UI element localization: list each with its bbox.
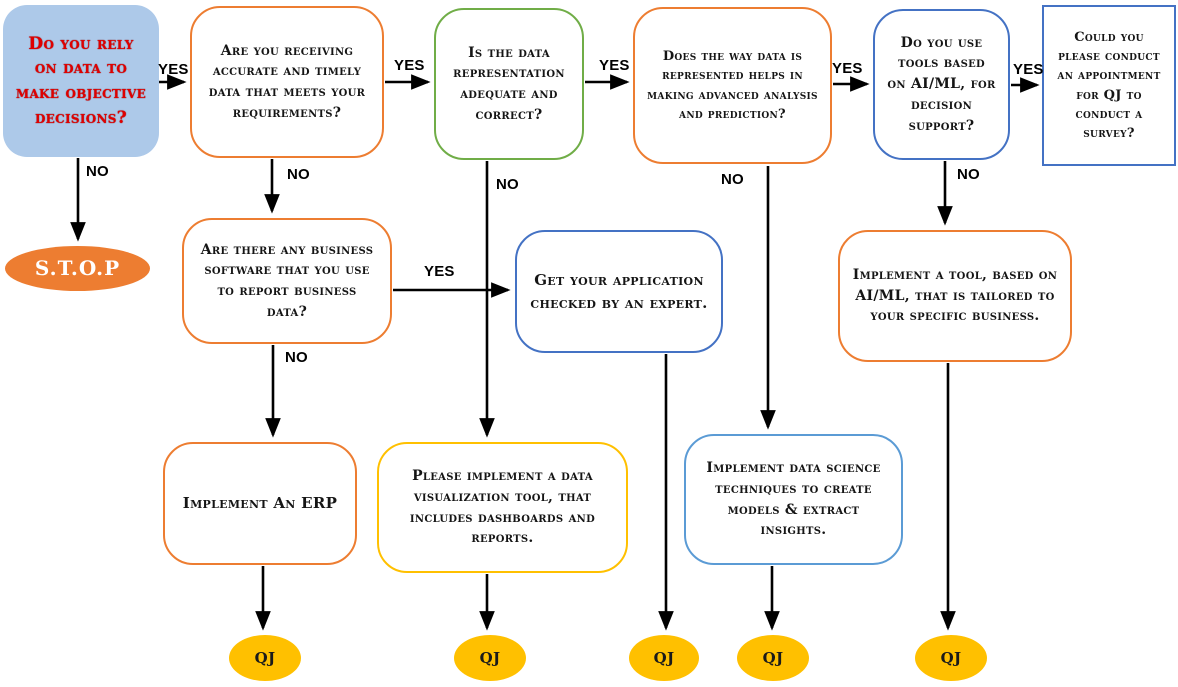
- node-visualization-tool: Please implement a data visualization to…: [377, 442, 628, 573]
- edge-label-no: NO: [285, 349, 308, 366]
- edge-label-yes: YES: [599, 57, 630, 74]
- node-aiml-tools-question: Do you use tools based on AI/ML, for dec…: [873, 9, 1010, 160]
- edge-label-no: NO: [287, 166, 310, 183]
- node-qj-terminal-5: QJ: [915, 635, 987, 681]
- edge-label-no: NO: [496, 176, 519, 193]
- node-data-science: Implement data science techniques to cre…: [684, 434, 903, 565]
- node-start-question: Do you rely on data to make objective de…: [3, 5, 159, 157]
- node-qj-terminal-2: QJ: [454, 635, 526, 681]
- edge-label-yes: YES: [158, 61, 189, 78]
- node-implement-erp: Implement An ERP: [163, 442, 357, 565]
- edge-label-no: NO: [721, 171, 744, 188]
- node-qj-terminal-4: QJ: [737, 635, 809, 681]
- node-qj-terminal-3: QJ: [629, 635, 699, 681]
- node-qj-terminal-1: QJ: [229, 635, 301, 681]
- node-expert-check: Get your application checked by an exper…: [515, 230, 723, 353]
- node-business-software: Are there any business software that you…: [182, 218, 392, 344]
- edge-label-yes: YES: [832, 60, 863, 77]
- edge-label-no: NO: [957, 166, 980, 183]
- node-stop: S.T.O.P: [5, 246, 150, 291]
- node-survey-appointment: Could you please conduct an appointment …: [1042, 5, 1176, 166]
- node-data-representation: Is the data representation adequate and …: [434, 8, 584, 160]
- node-accurate-data: Are you receiving accurate and timely da…: [190, 6, 384, 158]
- node-aiml-tool-implement: Implement a tool, based on AI/ML, that i…: [838, 230, 1072, 362]
- edge-label-yes: YES: [424, 263, 455, 280]
- edge-label-yes: YES: [394, 57, 425, 74]
- node-advanced-analysis: Does the way data is represented helps i…: [633, 7, 832, 164]
- edge-label-yes: YES: [1013, 61, 1044, 78]
- edge-label-no: NO: [86, 163, 109, 180]
